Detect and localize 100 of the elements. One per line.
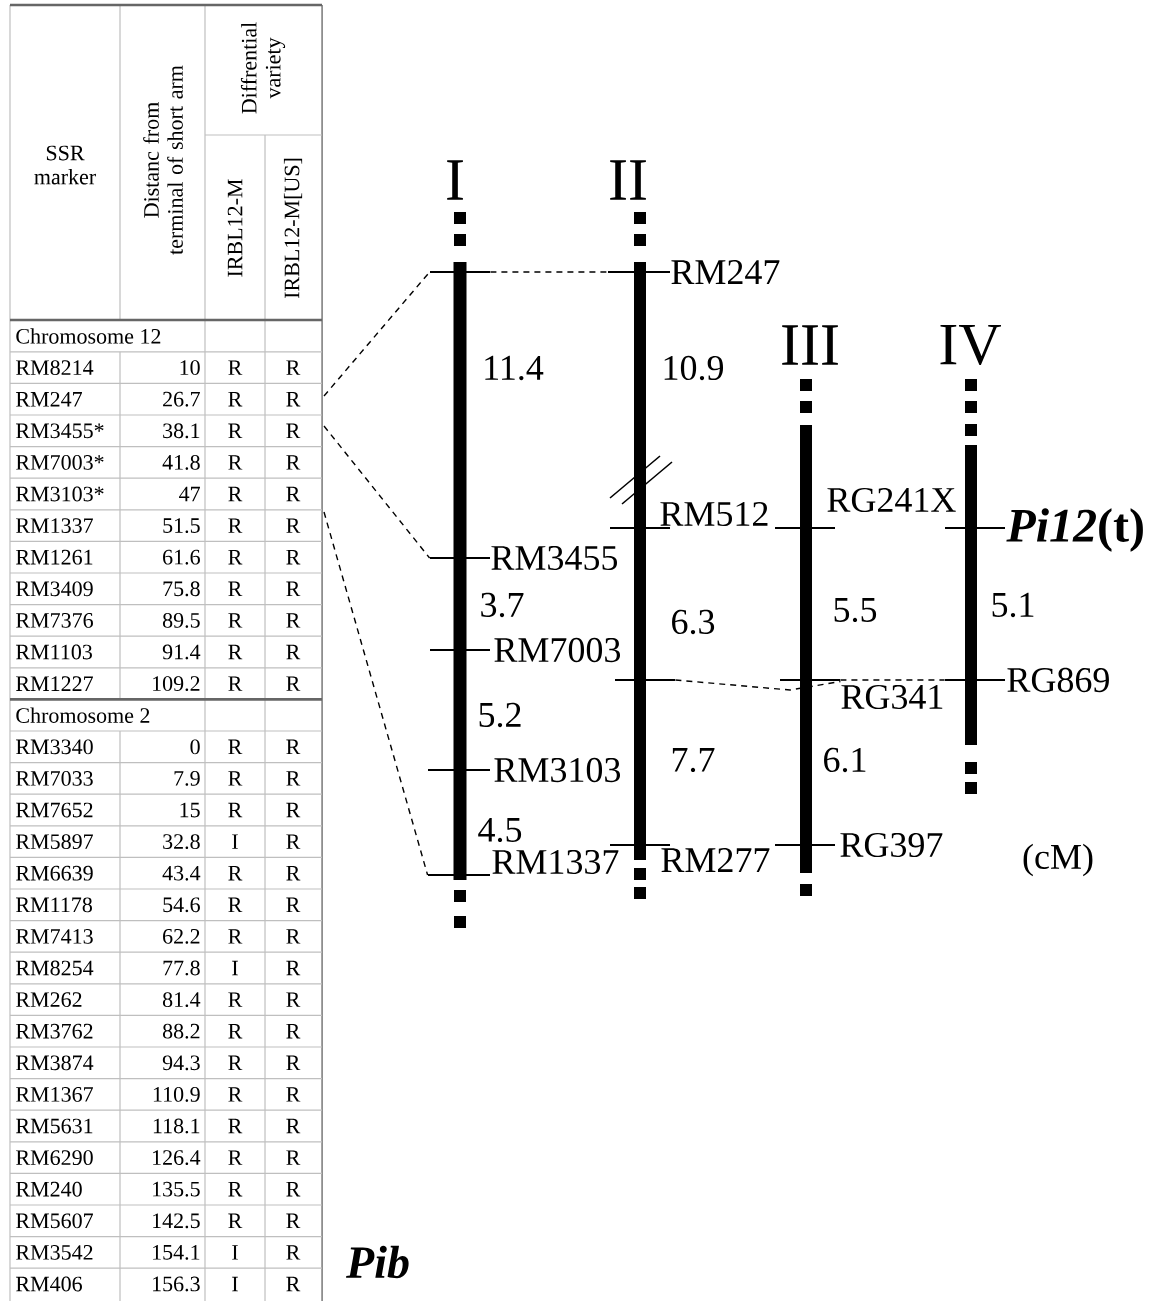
reaction-score: R [286, 897, 301, 912]
distance-value: 88.2 [162, 1023, 200, 1039]
marker-label: RM1337 [492, 849, 619, 875]
chromosome-heading: Chromosome 12 [16, 328, 161, 344]
chromosome-numeral: III [782, 325, 838, 365]
distance-label: 6.3 [672, 609, 715, 635]
marker-name: RM240 [16, 1181, 82, 1197]
reaction-score: R [228, 802, 243, 818]
distance-value: 47 [179, 486, 200, 502]
gene-name: Pib [346, 1245, 409, 1279]
reaction-score: R [228, 581, 243, 596]
reaction-score: R [286, 360, 301, 375]
reaction-score: R [286, 1182, 301, 1197]
distance-value: 118.1 [153, 1118, 200, 1134]
reaction-score: I [232, 1276, 238, 1292]
reaction-score: R [286, 1024, 301, 1039]
reaction-score: R [228, 929, 243, 944]
marker-name: RM3542 [16, 1245, 93, 1260]
distance-value: 61.6 [163, 549, 200, 565]
distance-value: 7.9 [174, 771, 200, 786]
column-header: Distanc from terminal of short arm [143, 65, 183, 255]
reaction-score: R [228, 1182, 243, 1197]
reaction-score: I [232, 1245, 238, 1260]
distance-label: 6.1 [824, 747, 866, 773]
distance-value: 142.5 [153, 1213, 200, 1229]
marker-label: RM3455 [491, 545, 617, 571]
distance-value: 54.6 [163, 897, 200, 913]
marker-name: RM7376 [16, 613, 93, 628]
marker-name: RM406 [16, 1276, 82, 1292]
distance-value: 10 [180, 360, 200, 376]
marker-name: RM1227 [16, 676, 93, 691]
chromosome-heading: Chromosome 2 [16, 707, 150, 723]
reaction-score: R [286, 1213, 301, 1228]
marker-name: RM7413 [16, 929, 93, 944]
distance-value: 156.3 [153, 1276, 200, 1292]
distance-label: 11.4 [485, 355, 544, 381]
distance-label: 5.2 [479, 702, 521, 728]
reaction-score: R [228, 676, 243, 691]
reaction-score: I [232, 960, 238, 976]
reaction-score: R [286, 581, 301, 596]
marker-label: RG341 [841, 684, 943, 710]
distance-value: 89.5 [162, 612, 200, 628]
reaction-score: R [228, 1024, 243, 1039]
reaction-score: R [228, 992, 243, 1007]
reaction-score: R [228, 1150, 243, 1165]
reaction-score: R [286, 1150, 301, 1165]
reaction-score: R [286, 992, 301, 1007]
distance-value: 32.8 [163, 834, 200, 850]
reaction-score: R [286, 676, 301, 691]
distance-value: 26.7 [163, 391, 200, 407]
marker-name: RM8254 [16, 960, 94, 976]
distance-value: 91.4 [162, 644, 201, 660]
reaction-score: R [228, 486, 243, 502]
reaction-score: R [228, 550, 243, 565]
marker-name: RM7033 [16, 771, 93, 786]
reaction-score: R [286, 613, 301, 628]
reaction-score: R [286, 455, 301, 470]
reaction-score: R [228, 771, 243, 786]
distance-value: 51.5 [163, 518, 200, 534]
distance-label: 3.7 [481, 592, 524, 618]
marker-label: RG397 [840, 832, 943, 858]
column-header: SSR marker [34, 145, 96, 185]
distance-label: 5.5 [834, 597, 877, 623]
marker-name: RM6290 [16, 1150, 93, 1166]
marker-label: RG241X [827, 487, 956, 513]
marker-name: RM247 [16, 391, 82, 407]
marker-tick [615, 678, 675, 682]
reaction-score: R [228, 644, 243, 660]
reaction-score: R [286, 1055, 301, 1070]
distance-value: 41.8 [162, 454, 200, 470]
distance-label: 7.7 [672, 747, 715, 773]
distance-value: 81.4 [162, 992, 201, 1008]
distance-value: 62.2 [163, 929, 200, 944]
reaction-score: R [286, 423, 301, 438]
column-header: IRBL12-M [227, 179, 243, 277]
marker-name: RM3455* [16, 423, 104, 439]
column-header: Diffrential variety [240, 22, 286, 114]
reaction-score: R [228, 1055, 243, 1070]
marker-name: RM1337 [16, 518, 93, 533]
distance-label: 4.5 [478, 817, 522, 843]
marker-label: RM512 [660, 501, 768, 527]
marker-label: RM7003 [494, 637, 620, 663]
distance-value: 109.2 [153, 676, 200, 692]
reaction-score: I [232, 834, 238, 849]
chromosome-numeral: II [610, 160, 646, 200]
reaction-score: R [228, 1118, 243, 1134]
distance-value: 126.4 [153, 1150, 201, 1166]
reaction-score: R [228, 518, 243, 533]
distance-value: 0 [190, 739, 200, 755]
reaction-score: R [286, 960, 301, 976]
marker-label: RM3103 [494, 757, 620, 783]
column-header: IRBL12-M[US] [283, 158, 303, 299]
marker-name: RM3762 [16, 1023, 93, 1039]
reaction-score: R [286, 1276, 301, 1292]
marker-name: RM5897 [16, 834, 93, 850]
distance-value: 154.1 [153, 1245, 200, 1260]
chromosome-numeral: I [447, 160, 463, 200]
distance-value: 75.8 [163, 581, 200, 597]
reaction-score: R [286, 834, 301, 849]
marker-name: RM7003* [16, 455, 104, 470]
